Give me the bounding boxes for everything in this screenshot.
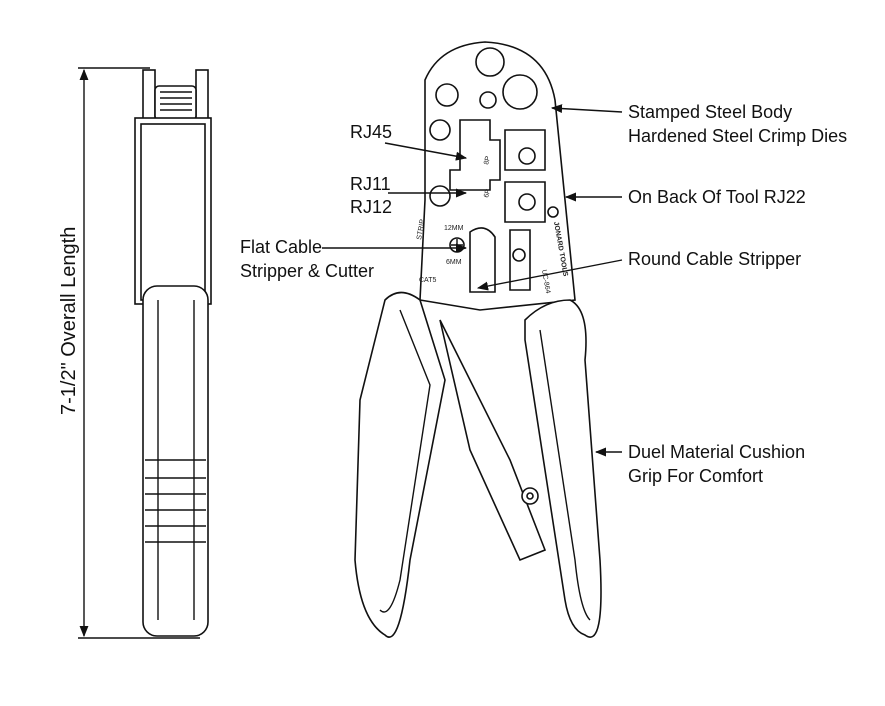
callout-flat-cable-1: Flat Cable [240,237,322,257]
marking-12mm: 12MM [444,225,464,232]
callout-rj11: RJ11 [350,174,391,194]
marking-6p: 6P [483,188,492,198]
callout-round-stripper: Round Cable Stripper [628,249,801,269]
marking-6mm: 6MM [446,259,462,266]
marking-strip: STRIP [416,219,427,241]
callout-body-2: Hardened Steel Crimp Dies [628,126,847,146]
callouts-right: Stamped Steel Body Hardened Steel Crimp … [476,102,847,486]
marking-model: UC-864 [540,269,551,294]
callout-rj22: On Back Of Tool RJ22 [628,187,806,207]
marking-cat5: CAT5 [419,277,436,284]
callouts-left: RJ45 RJ11 RJ12 Flat Cable Stripper & Cut… [240,122,468,281]
callout-rj45: RJ45 [350,122,392,142]
callout-rj12: RJ12 [350,197,392,217]
overall-length-dimension: 7-1/2" Overall Length [58,67,200,639]
overall-length-label: 7-1/2" Overall Length [58,227,80,415]
crimp-tool-front-view: 8P 6P STRIP 12MM 6MM CAT5 JONARD TOOLS U… [354,41,602,638]
callout-body-1: Stamped Steel Body [628,102,792,122]
side-view [134,69,212,637]
marking-8p: 8P [483,155,492,165]
callout-grip-1: Duel Material Cushion [628,442,805,462]
callout-grip-2: Grip For Comfort [628,466,763,486]
callout-flat-cable-2: Stripper & Cutter [240,261,374,281]
